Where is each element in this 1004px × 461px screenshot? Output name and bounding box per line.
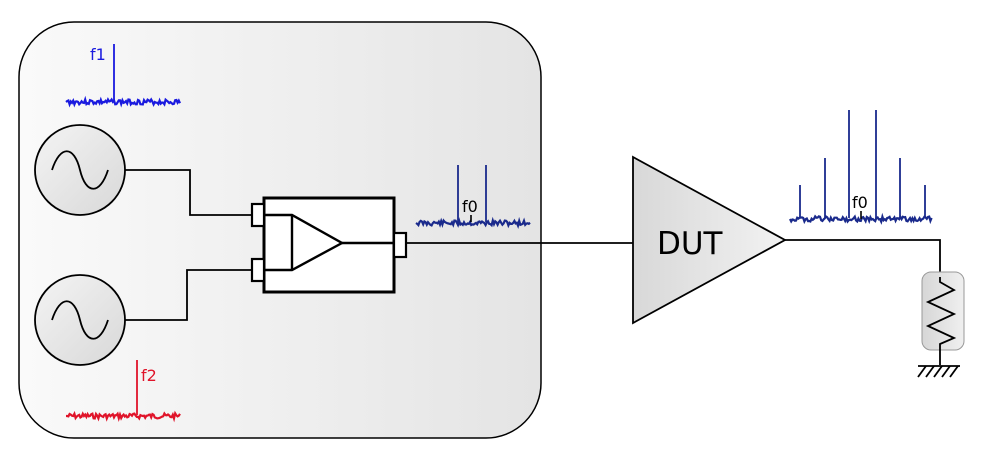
sine-wave-icon: [51, 150, 109, 190]
output-spectrum: f0: [789, 110, 933, 225]
sine-wave-icon: [51, 300, 109, 340]
signal-generator-1: [34, 124, 126, 216]
signal-generator-2: [34, 274, 126, 366]
input-wires: [125, 169, 252, 321]
combined-center-label: f0: [462, 197, 478, 216]
combiner-input-port-1: [250, 202, 266, 228]
tone1-label: f1: [90, 45, 106, 64]
wire-dut-to-load: [785, 239, 941, 277]
ground-icon: [917, 365, 960, 378]
load-resistor: [921, 271, 965, 365]
combiner-input-port-2: [250, 257, 266, 283]
tone2-spectrum: f2: [66, 360, 181, 423]
tone2-noise-floor: [66, 410, 181, 423]
tone1-noise-floor: [65, 95, 181, 108]
output-center-label: f0: [852, 193, 868, 212]
dut-label: DUT: [657, 226, 724, 262]
tone2-label: f2: [141, 366, 157, 385]
combiner-output-port: [392, 231, 408, 259]
combined-noise-floor: [415, 216, 531, 230]
tone1-spectrum: f1: [65, 44, 181, 108]
combined-spectrum: f0: [415, 165, 531, 230]
output-noise-floor: [789, 212, 933, 225]
dut-amplifier: DUT: [632, 155, 787, 325]
power-combiner: [250, 196, 408, 294]
